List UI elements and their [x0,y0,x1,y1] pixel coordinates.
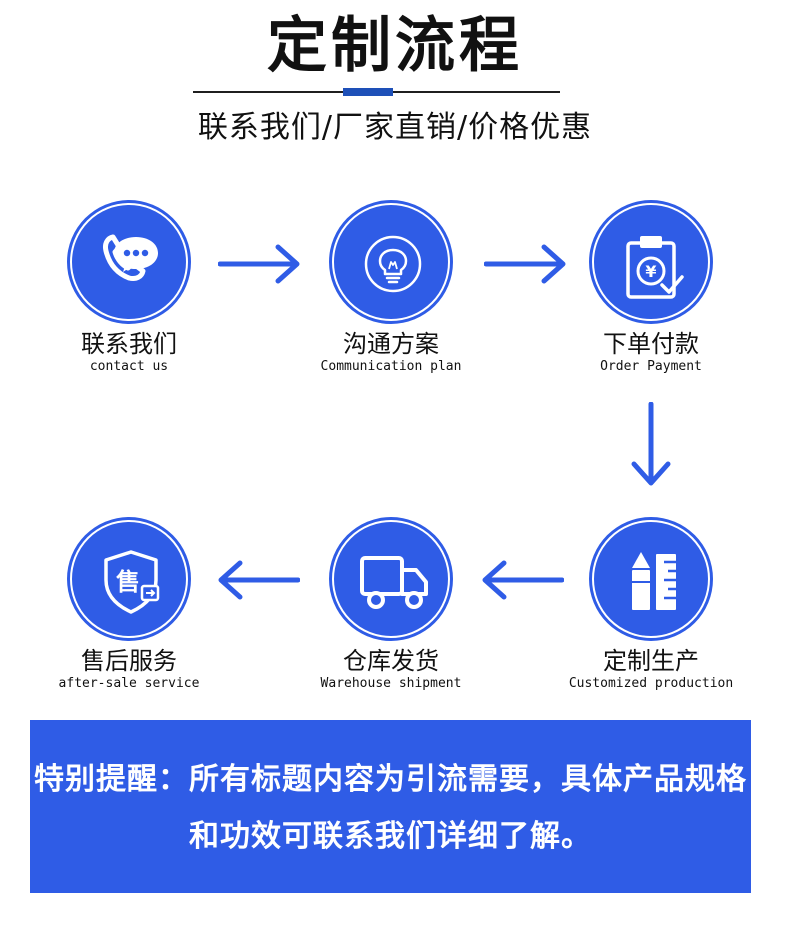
step-subtitle: after-sale service [58,676,200,691]
step-title: 下单付款 [603,330,699,358]
step-title: 联系我们 [81,330,177,358]
notice-box: 特别提醒：所有标题内容为引流需要，具体产品规格 和功效可联系我们详细了解。 [30,720,751,893]
step-contact-us: 联系我们 contact us [34,203,224,383]
arrow-left-icon [480,560,564,600]
clipboard-payment-icon: ¥ [626,236,684,299]
step-subtitle: Order Payment [600,359,702,374]
notice-text-line: 和功效可联系我们详细了解。 [189,819,592,854]
step-title: 售后服务 [81,647,177,675]
step-after-sale-service: 售 售后服务 after-sale service [34,520,224,700]
arrow-left-icon [216,560,300,600]
page-subtitle: 联系我们/厂家直销/价格优惠 [197,110,593,145]
svg-text:¥: ¥ [645,262,656,281]
phone-chat-icon [103,234,158,281]
delivery-truck-icon [360,556,428,609]
step-title: 定制生产 [603,647,699,675]
step-title: 仓库发货 [343,647,439,675]
step-subtitle: Communication plan [320,359,462,374]
pencil-ruler-icon [632,552,676,610]
after-sale-shield-icon: 售 [104,550,160,614]
step-circle [332,203,450,321]
step-title: 沟通方案 [343,330,439,358]
arrow-right-icon [484,244,568,284]
step-subtitle: Customized production [568,676,734,691]
step-subtitle: contact us [89,359,169,374]
page-title: 定制流程 [267,11,523,81]
step-subtitle: Warehouse shipment [320,676,462,691]
step-communication-plan: 沟通方案 Communication plan [296,203,486,383]
step-circle [70,203,188,321]
arrow-right-icon [218,244,302,284]
lightbulb-icon [364,235,422,293]
arrow-down-icon [631,402,671,486]
after-sale-glyph: 售 [116,568,140,596]
step-warehouse-shipment: 仓库发货 Warehouse shipment [296,520,486,700]
step-circle: 售 [70,520,188,638]
step-order-payment: ¥ 下单付款 Order Payment [556,203,746,383]
step-circle: ¥ [592,203,710,321]
step-circle [332,520,450,638]
step-circle [592,520,710,638]
title-divider-accent [343,88,393,96]
step-customized-production: 定制生产 Customized production [556,520,746,700]
notice-text-line: 特别提醒：所有标题内容为引流需要，具体产品规格 [34,762,747,797]
